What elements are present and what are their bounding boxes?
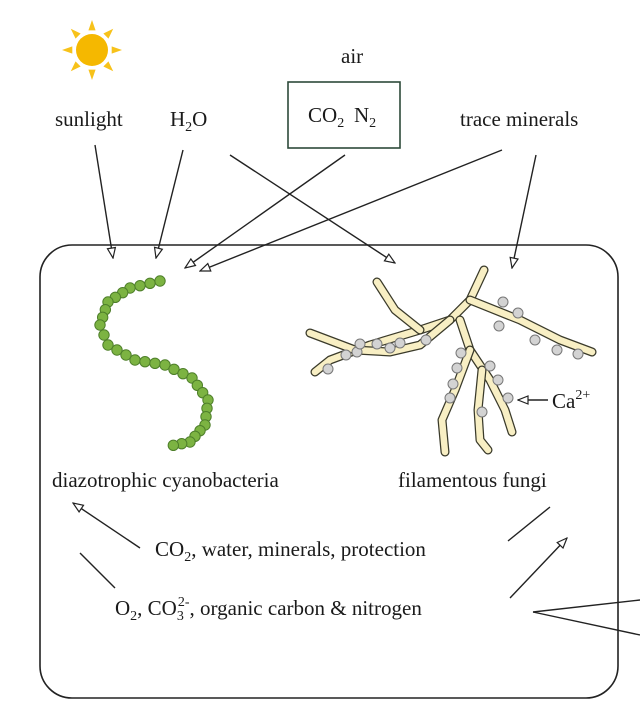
cyanobacteria-cell — [94, 319, 106, 331]
hypha — [438, 346, 474, 456]
sunlight-arrow — [94, 144, 113, 258]
cyanobacteria-cell — [159, 359, 171, 371]
cyano-to-fungi-label: O2, CO32-, organic carbon & nitrogen — [115, 595, 422, 624]
cyanobacteria-label: diazotrophic cyanobacteria — [52, 468, 279, 492]
sun-disc — [76, 34, 108, 66]
fungi-to-cyano-line — [507, 506, 551, 542]
cyanobacteria-cell — [154, 275, 166, 287]
cyanobacteria-cell — [120, 349, 132, 361]
cyano-to-fungi-line — [79, 552, 116, 589]
hypha — [373, 278, 424, 334]
trace-minerals-label: trace minerals — [460, 107, 578, 131]
calcium-carbonate-crystal — [492, 374, 504, 386]
calcium-carbonate-crystal — [455, 347, 467, 359]
sun-icon — [62, 20, 122, 80]
minerals-arrow-fungi — [512, 154, 537, 268]
cyanobacteria-cell — [149, 357, 161, 370]
hypha — [474, 366, 492, 454]
sun-ray — [62, 46, 73, 54]
cyanobacteria-cell — [144, 277, 156, 290]
callout-line-bottom — [532, 611, 640, 636]
cyano-to-fungi-arrow — [509, 538, 567, 599]
calcium-carbonate-crystal — [322, 363, 334, 375]
sun-ray — [88, 69, 96, 80]
sun-ray — [70, 28, 81, 39]
calcium-label: Ca2+ — [552, 388, 590, 413]
callout-line-top — [532, 599, 640, 613]
n2-label: N2 — [354, 103, 376, 131]
calcium-carbonate-crystal — [447, 378, 459, 390]
minerals-arrow-cyano — [200, 149, 503, 272]
fungi-to-cyano-arrow — [73, 503, 141, 549]
air-arrow — [185, 154, 346, 268]
calcium-carbonate-crystal — [444, 392, 456, 404]
cyanobacteria-cell — [98, 329, 110, 341]
cyanobacteria-cell — [102, 339, 114, 351]
calcium-carbonate-crystal — [484, 360, 496, 372]
calcium-carbonate-crystal — [476, 406, 488, 418]
calcium-carbonate-crystal — [512, 307, 524, 319]
cyanobacteria-filament — [94, 275, 214, 452]
sun-ray — [103, 61, 114, 72]
calcium-carbonate-crystal — [572, 348, 584, 360]
cyanobacteria-cell — [129, 354, 141, 366]
sunlight-label: sunlight — [55, 107, 123, 131]
hypha — [456, 316, 516, 436]
calcium-carbonate-crystal — [340, 349, 352, 361]
fungi-to-cyano-label: CO2, water, minerals, protection — [155, 537, 426, 565]
sun-ray — [111, 46, 122, 54]
calcium-carbonate-crystal — [497, 296, 509, 308]
calcium-carbonate-crystal — [529, 334, 541, 346]
fungi-label: filamentous fungi — [398, 468, 547, 492]
cyanobacteria-cell — [111, 344, 123, 356]
air-label: air — [341, 44, 363, 68]
calcium-carbonate-crystal — [394, 337, 406, 349]
calcium-carbonate-crystal — [493, 320, 505, 332]
calcium-carbonate-crystal — [551, 344, 563, 356]
water-arrow-cyano — [156, 149, 184, 258]
calcium-carbonate-crystal — [371, 338, 383, 350]
calcium-carbonate-crystal — [451, 362, 463, 374]
water-arrow-fungi — [229, 154, 395, 263]
water-label: H2O — [170, 107, 207, 135]
calcium-carbonate-crystal — [354, 338, 366, 350]
sun-ray — [88, 20, 96, 31]
co2-label: CO2 — [308, 103, 344, 131]
cyanobacteria-cell — [139, 355, 151, 368]
hypha — [466, 296, 596, 356]
sun-ray — [103, 28, 114, 39]
cyanobacteria-cell — [134, 279, 146, 292]
cyanobacteria-cell — [167, 439, 180, 452]
calcium-carbonate-crystal — [384, 342, 396, 354]
calcium-carbonate-crystal — [502, 392, 514, 404]
cyanobacteria-cell — [177, 367, 189, 380]
air-box — [287, 81, 401, 149]
calcium-carbonate-crystal — [420, 334, 432, 346]
cyanobacteria-cell — [168, 363, 180, 376]
sun-ray — [70, 61, 81, 72]
soil-crust-box — [39, 244, 619, 699]
fungal-hyphae — [305, 265, 597, 457]
